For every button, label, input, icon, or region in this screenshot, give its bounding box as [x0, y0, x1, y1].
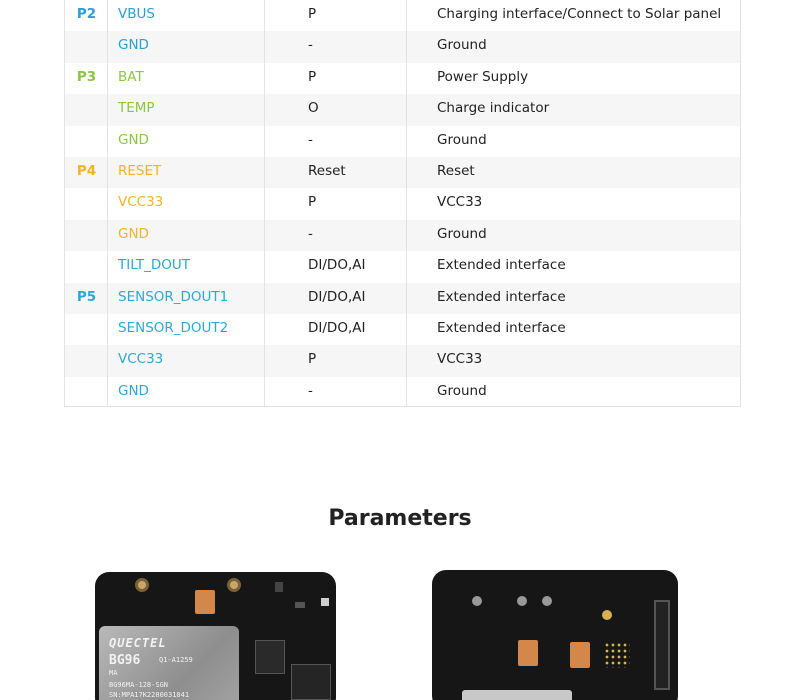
pin-name: RESET	[118, 163, 162, 179]
pin-table: VBUS P Charging interface/Connect to Solar…	[64, 0, 741, 407]
table-row: GND - Ground	[65, 126, 740, 157]
table-row: TEMP O Charge indicator	[65, 94, 740, 126]
chip-brand: QUECTEL	[109, 636, 167, 650]
ic-icon	[291, 664, 331, 700]
table-row: BAT P Power Supply	[65, 63, 740, 94]
pin-description: Ground	[437, 382, 487, 399]
pin-description: Reset	[437, 163, 475, 179]
pin-description: Extended interface	[437, 257, 566, 274]
pin-description: Extended interface	[437, 320, 566, 336]
pin-name: GND	[118, 225, 149, 242]
table-row: VCC33 P VCC33	[65, 345, 740, 377]
pad-icon	[472, 596, 482, 606]
pin-type: O	[308, 100, 319, 117]
pad-icon	[321, 598, 329, 606]
table-row: VBUS P Charging interface/Connect to Solar…	[65, 0, 740, 31]
table-row: VCC33 P VCC33	[65, 188, 740, 219]
antenna-connector-icon	[227, 578, 241, 592]
connector-icon	[462, 690, 572, 700]
pin-type: P	[308, 351, 317, 368]
table-row: GND - Ground	[65, 219, 740, 252]
pin-type: DI/DO,AI	[308, 320, 366, 336]
capacitor-icon	[518, 640, 538, 666]
pin-type: -	[308, 131, 313, 148]
pin-type: P	[308, 6, 317, 22]
pin-type: Reset	[308, 163, 346, 179]
resistor-icon	[275, 582, 283, 592]
pin-name: GND	[118, 382, 149, 399]
pin-description: Ground	[437, 225, 487, 242]
pin-description: VCC33	[437, 194, 483, 211]
board-photo-back	[432, 570, 678, 700]
ic-icon	[255, 640, 285, 674]
pad-grid-icon	[604, 642, 630, 668]
pad-icon	[517, 596, 527, 606]
pin-name: TILT_DOUT	[118, 257, 191, 274]
resistor-icon	[295, 602, 305, 608]
pin-name: SENSOR_DOUT1	[118, 288, 229, 305]
table-row: SENSOR_DOUT2 DI/DO,AI Extended interface	[65, 314, 740, 345]
pin-type: DI/DO,AI	[308, 288, 366, 305]
pin-type: P	[308, 194, 317, 211]
pin-type: -	[308, 37, 313, 54]
port-label-p2: P2	[76, 6, 97, 22]
pin-type: DI/DO,AI	[308, 257, 366, 274]
pin-description: Charging interface/Connect to Solar pane…	[437, 6, 722, 22]
port-label-p5: P5	[76, 289, 97, 305]
port-label-p3: P3	[76, 69, 97, 85]
pin-description: VCC33	[437, 351, 483, 368]
chip-part: BG96MA-128-SGN	[109, 681, 169, 689]
pin-type: P	[308, 68, 317, 85]
chip-serial: SN:MPA17K2280031041	[109, 691, 190, 699]
table-divider	[107, 0, 108, 406]
board-photo-front: QUECTEL BG96 Q1-A1259 MA BG96MA-128-SGN …	[95, 572, 336, 700]
antenna-connector-icon	[135, 578, 149, 592]
pad-icon	[542, 596, 552, 606]
pin-description: Ground	[437, 37, 487, 54]
pin-type: -	[308, 382, 313, 399]
chip-line3: MA	[109, 669, 118, 677]
chip-model: BG96	[109, 653, 141, 668]
pin-name: TEMP	[118, 100, 155, 117]
table-row: TILT_DOUT DI/DO,AI Extended interface	[65, 251, 740, 282]
pin-description: Charge indicator	[437, 100, 550, 117]
pin-name: VBUS	[118, 6, 155, 22]
section-title: Parameters	[328, 506, 472, 531]
pin-description: Power Supply	[437, 68, 529, 85]
pin-name: VCC33	[118, 194, 164, 211]
pin-name: BAT	[118, 68, 144, 85]
module-shield: QUECTEL BG96 Q1-A1259 MA BG96MA-128-SGN …	[99, 626, 239, 700]
capacitor-icon	[570, 642, 590, 668]
pin-name: GND	[118, 37, 149, 54]
table-divider	[406, 0, 407, 406]
table-row: RESET Reset Reset	[65, 157, 740, 189]
pin-type: -	[308, 225, 313, 242]
table-divider	[264, 0, 265, 406]
pin-header-icon	[654, 600, 670, 690]
pin-description: Ground	[437, 131, 487, 148]
pin-name: GND	[118, 131, 149, 148]
port-label-p4: P4	[76, 163, 97, 179]
pin-description: Extended interface	[437, 288, 566, 305]
table-row: GND - Ground	[65, 377, 740, 408]
pin-name: SENSOR_DOUT2	[118, 320, 229, 336]
capacitor-icon	[195, 590, 215, 614]
table-row: GND - Ground	[65, 31, 740, 63]
table-row: SENSOR_DOUT1 DI/DO,AI Extended interface	[65, 282, 740, 314]
pad-icon	[602, 610, 612, 620]
chip-code: Q1-A1259	[159, 656, 193, 664]
pin-name: VCC33	[118, 351, 164, 368]
